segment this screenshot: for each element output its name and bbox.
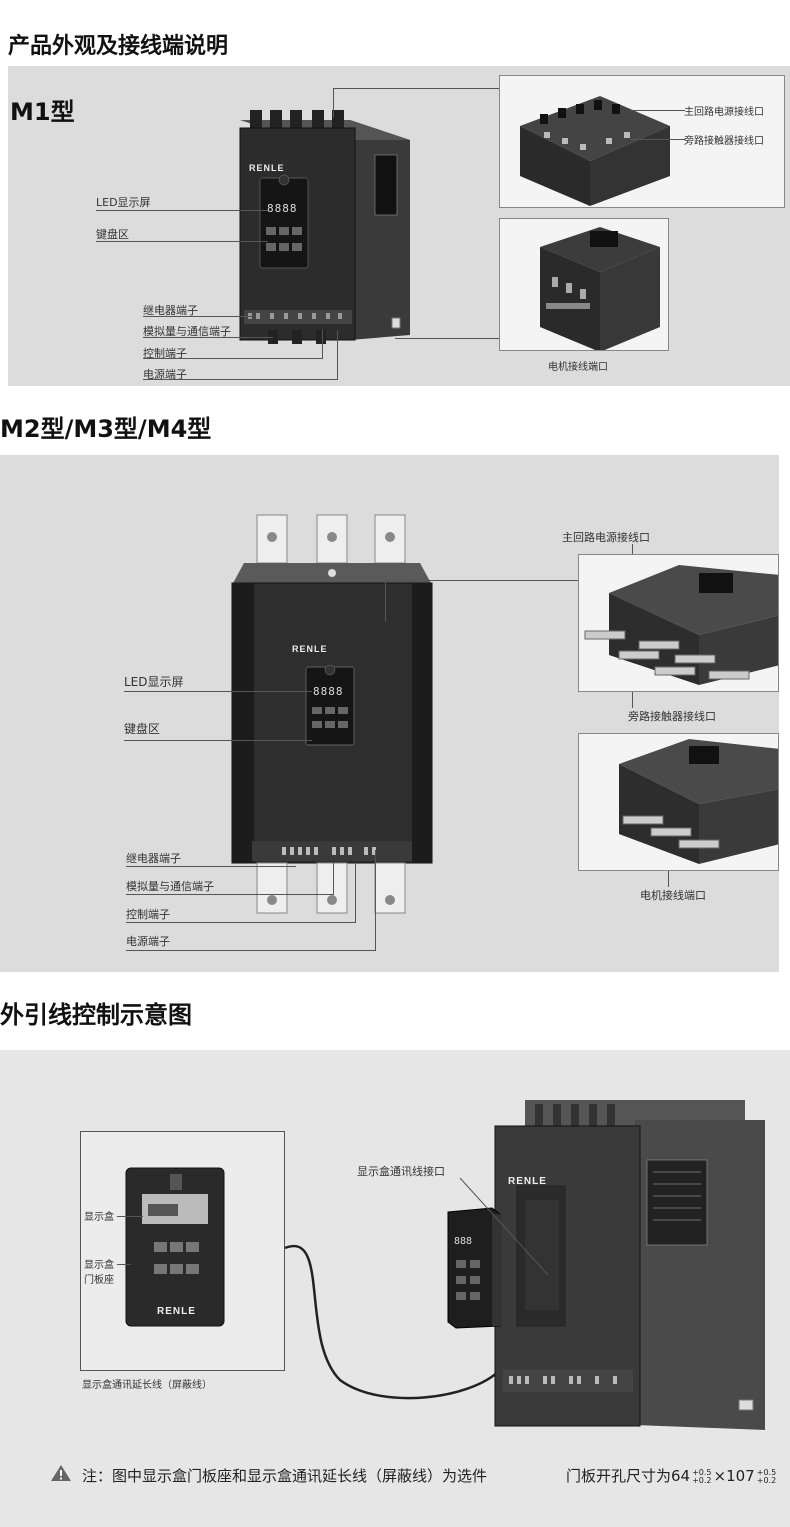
- m2-label-control: 控制端子: [126, 908, 170, 921]
- cutout-size: 门板开孔尺寸为64+0.5+0.2×107+0.5+0.2: [566, 1465, 776, 1486]
- m2-inset-top-terminals: [578, 554, 779, 692]
- m2-label-power: 电源端子: [126, 935, 170, 948]
- label-display-box: 显示盒: [84, 1212, 114, 1223]
- cutout-prefix: 门板开孔尺寸为64: [566, 1467, 691, 1485]
- cutout-h-tol-sup: +0.5: [756, 1467, 777, 1477]
- label-door-seat-line1: 显示盒: [84, 1260, 114, 1271]
- detached-display-box: [447, 1207, 502, 1329]
- m1-label-main-power: 主回路电源接线口: [684, 107, 764, 118]
- label-comm-port: 显示盒通讯线接口: [357, 1165, 445, 1178]
- m1-led-digits: 8888: [267, 202, 298, 215]
- m1-label-motor: 电机接线端口: [548, 362, 608, 373]
- external-device-illustration: [494, 1100, 765, 1430]
- cutout-h-tol-sub: +0.2: [756, 1475, 777, 1485]
- m1-brand-logo: RENLE: [249, 163, 285, 173]
- label-extension-cable: 显示盒通讯延长线（屏蔽线）: [82, 1380, 212, 1391]
- m2-label-main-power: 主回路电源接线口: [562, 531, 650, 544]
- m2-device-illustration: [231, 514, 433, 914]
- m2-label-keypad: 键盘区: [124, 722, 161, 736]
- m2-label-analog: 模拟量与通信端子: [126, 880, 214, 893]
- m2-label-led: LED显示屏: [124, 675, 184, 689]
- m1-label-bypass: 旁路接触器接线口: [684, 136, 764, 147]
- m1-label-power: 电源端子: [143, 368, 187, 381]
- m1-label-control: 控制端子: [143, 347, 187, 360]
- door-seat-illustration: [125, 1167, 225, 1327]
- door-seat-brand-logo: RENLE: [157, 1306, 196, 1317]
- m1-device-illustration: [239, 110, 410, 344]
- cutout-w-tol-sup: +0.5: [692, 1467, 712, 1477]
- m1-inset-motor-terminals: [499, 218, 669, 351]
- m1-model-label: M1型: [10, 98, 75, 126]
- detached-display-digits: 888: [454, 1236, 473, 1247]
- external-device-brand-logo: RENLE: [508, 1176, 547, 1187]
- m1-label-analog: 模拟量与通信端子: [143, 325, 231, 338]
- m2-brand-logo: RENLE: [292, 644, 328, 654]
- m1-label-keypad: 键盘区: [96, 228, 129, 241]
- m2-inset-motor-terminals: [578, 733, 779, 871]
- m2-label-relay: 继电器端子: [126, 852, 181, 865]
- m2-model-label: M2型/M3型/M4型: [0, 415, 212, 443]
- section-title-external: 外引线控制示意图: [0, 1001, 192, 1029]
- cutout-times: ×107: [713, 1467, 755, 1485]
- cutout-w-tol-sub: +0.2: [692, 1475, 712, 1485]
- warning-icon: [51, 1465, 71, 1481]
- m1-label-relay: 继电器端子: [143, 304, 198, 317]
- footer-note: 注：图中显示盒门板座和显示盒通讯延长线（屏蔽线）为选件: [82, 1467, 488, 1485]
- m2-label-motor: 电机接线端口: [640, 889, 706, 902]
- label-door-seat-line2: 门板座: [84, 1275, 114, 1286]
- m2-label-bypass: 旁路接触器接线口: [628, 710, 716, 723]
- section-title-appearance: 产品外观及接线端说明: [8, 34, 229, 59]
- m1-label-led: LED显示屏: [96, 196, 151, 209]
- m1-inset-top-terminals: [499, 75, 785, 208]
- m2-led-digits: 8888: [313, 685, 344, 698]
